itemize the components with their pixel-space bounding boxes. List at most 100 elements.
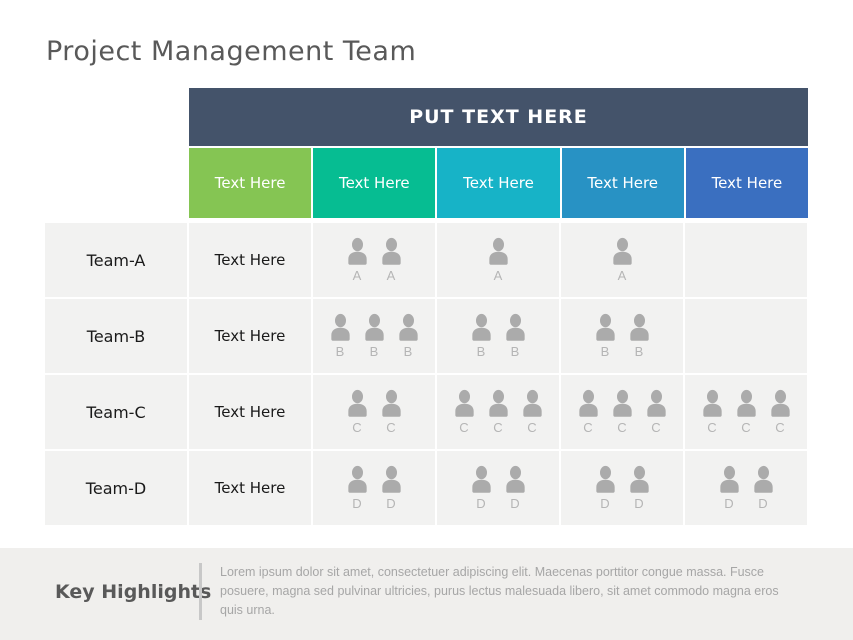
column-header-label: Text Here <box>587 174 659 192</box>
person-unit: B <box>395 313 422 359</box>
person-letter: C <box>527 420 537 435</box>
person-unit: C <box>609 389 636 435</box>
row-text: Text Here <box>214 251 286 269</box>
person-unit: B <box>592 313 619 359</box>
column-header-label: Text Here <box>463 174 534 192</box>
slide-title: Project Management Team <box>46 36 417 67</box>
members-cell <box>685 223 807 297</box>
person-unit: D <box>378 465 405 511</box>
person-icon <box>330 313 350 341</box>
person-letter: B <box>600 344 610 359</box>
person-unit: A <box>609 237 636 283</box>
person-unit: D <box>468 465 495 511</box>
person-unit: D <box>344 465 371 511</box>
vertical-divider <box>199 563 202 620</box>
person-icon <box>629 313 649 341</box>
person-icon <box>595 313 615 341</box>
person-letter: D <box>352 496 362 511</box>
column-header-1: Text Here <box>189 148 312 218</box>
person-unit: C <box>643 389 670 435</box>
team-name: Team-C <box>86 402 146 422</box>
person-icon <box>347 389 367 417</box>
members-cell <box>685 299 807 373</box>
person-letter: C <box>386 420 396 435</box>
person-icon <box>770 389 790 417</box>
person-icon <box>471 313 491 341</box>
row-text: Text Here <box>214 403 286 421</box>
person-icon <box>381 465 401 493</box>
person-letter: B <box>476 344 486 359</box>
person-unit: C <box>485 389 512 435</box>
person-unit: C <box>733 389 760 435</box>
person-icon <box>381 389 401 417</box>
person-unit: C <box>344 389 371 435</box>
person-unit: D <box>626 465 653 511</box>
person-letter: A <box>386 268 396 283</box>
person-letter: C <box>741 420 751 435</box>
person-letter: C <box>651 420 661 435</box>
row-text-cell: Text Here <box>189 299 311 373</box>
person-letter: D <box>386 496 396 511</box>
person-icon <box>612 237 632 265</box>
person-letter: A <box>493 268 503 283</box>
person-letter: C <box>707 420 717 435</box>
person-unit: A <box>344 237 371 283</box>
person-letter: B <box>369 344 379 359</box>
person-unit: C <box>575 389 602 435</box>
person-letter: C <box>459 420 469 435</box>
table-banner-label: PUT TEXT HERE <box>409 106 588 128</box>
key-highlights-heading: Key Highlights <box>55 581 212 603</box>
person-icon <box>578 389 598 417</box>
person-unit: A <box>378 237 405 283</box>
column-header-label: Text Here <box>711 174 783 192</box>
person-icon <box>595 465 615 493</box>
person-icon <box>522 389 542 417</box>
person-icon <box>471 465 491 493</box>
key-highlights-text: Lorem ipsum dolor sit amet, consectetuer… <box>220 565 779 617</box>
column-header-label: Text Here <box>338 174 410 192</box>
person-icon <box>646 389 666 417</box>
person-letter: C <box>583 420 593 435</box>
person-letter: D <box>634 496 644 511</box>
person-unit: C <box>519 389 546 435</box>
person-unit: B <box>468 313 495 359</box>
person-letter: A <box>617 268 627 283</box>
person-icon <box>505 465 525 493</box>
person-unit: B <box>626 313 653 359</box>
person-letter: B <box>403 344 413 359</box>
row-text-cell: Text Here <box>189 223 311 297</box>
column-header-label: Text Here <box>214 174 286 192</box>
person-unit: A <box>485 237 512 283</box>
person-letter: D <box>476 496 486 511</box>
person-icon <box>629 465 649 493</box>
team-name-cell: Team-A <box>45 223 187 297</box>
person-icon <box>612 389 632 417</box>
person-icon <box>488 389 508 417</box>
person-icon <box>381 237 401 265</box>
person-unit: B <box>361 313 388 359</box>
table-banner: PUT TEXT HERE <box>189 88 808 146</box>
person-unit: B <box>502 313 529 359</box>
key-highlights-section: Key Highlights Lorem ipsum dolor sit ame… <box>0 548 853 640</box>
person-letter: D <box>600 496 610 511</box>
column-header-2: Text Here <box>313 148 436 218</box>
person-icon <box>702 389 722 417</box>
team-name-cell: Team-C <box>45 375 187 449</box>
person-letter: C <box>352 420 362 435</box>
column-header-3: Text Here <box>437 148 560 218</box>
column-header-4: Text Here <box>561 148 684 218</box>
team-name-cell: Team-B <box>45 299 187 373</box>
person-icon <box>398 313 418 341</box>
person-unit: B <box>327 313 354 359</box>
